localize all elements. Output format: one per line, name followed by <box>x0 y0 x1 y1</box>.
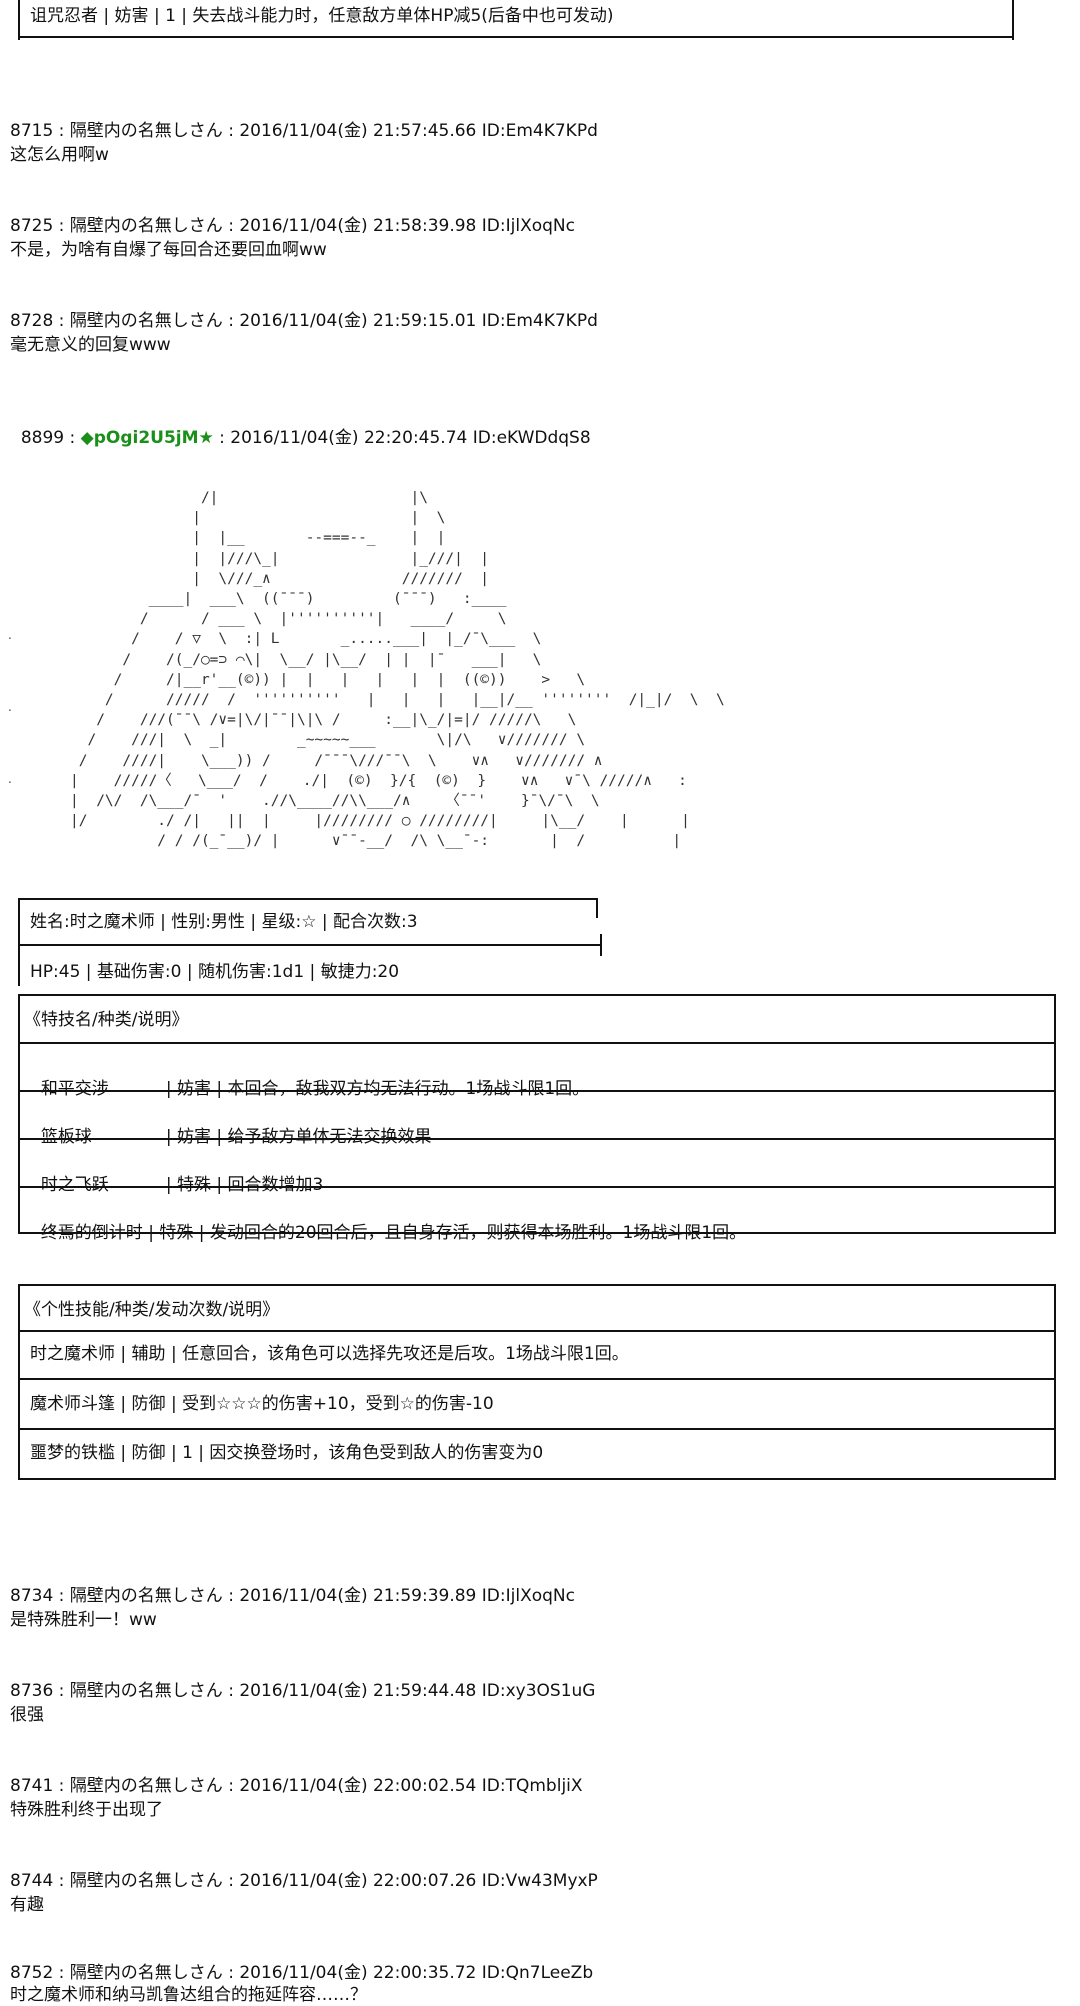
trait-row: 噩梦的铁槛 | 防御 | 1 | 因交换登场时，该角色受到敌人的伤害变为0 <box>30 1443 544 1463</box>
margin-mark: . <box>8 628 12 642</box>
post-header: 8736 : 隔壁内の名無しさん : 2016/11/04(金) 21:59:4… <box>10 1681 596 1701</box>
ascii-art-line: | /\/ /\___/¯ ' .//\____//\\___/∧ 〈¯¯' }… <box>70 793 600 810</box>
skill-desc: 回合数增加3 <box>227 1175 324 1195</box>
post-meta: : 2016/11/04(金) 22:20:45.74 ID:eKWDdqS8 <box>213 428 591 448</box>
margin-mark: . <box>8 700 12 714</box>
skills-top-border <box>18 994 1056 996</box>
ascii-art-line: |/ ./ /| || | |//////// ○ ////////| |\__… <box>70 813 690 830</box>
skills-left-border <box>18 994 20 1234</box>
traits-top-border <box>18 1284 1056 1286</box>
post-body: 有趣 <box>10 1895 44 1915</box>
traits-right-border <box>1054 1284 1056 1480</box>
post-header: 8728 : 隔壁内の名無しさん : 2016/11/04(金) 21:59:1… <box>10 311 598 331</box>
post-header: 8725 : 隔壁内の名無しさん : 2016/11/04(金) 21:58:3… <box>10 216 575 236</box>
stats-hp-row: HP:45 | 基础伤害:0 | 随机伤害:1d1 | 敏捷力:20 <box>30 962 400 982</box>
skills-row-border <box>18 1138 1056 1140</box>
ascii-art-line: / ///| \ _| _~~~~~___ \|/\ ∨/////// \ <box>70 732 586 749</box>
skills-row-border <box>18 1186 1056 1188</box>
ascii-art-line: | \///_∧ /////// | <box>70 570 490 587</box>
ascii-art-line: / / /(_¯__)/ | ∨¯¯-__/ /\ \__¯-: | / | <box>70 833 682 850</box>
ascii-art-line: | | \ <box>70 510 446 527</box>
top-table-row: 诅咒忍者 | 妨害 | 1 | 失去战斗能力时，任意敌方单体HP减5(后备中也可… <box>30 6 614 26</box>
post-body: 很强 <box>10 1705 44 1725</box>
skills-bottom-border <box>18 1232 1056 1234</box>
post-body: 不是，为啥有自爆了每回合还要回血啊ww <box>10 240 327 260</box>
post-number: 8899 : <box>20 428 81 448</box>
top-table-right-border <box>1012 0 1014 40</box>
sep: | <box>165 1079 177 1099</box>
post-body: 特殊胜利终于出现了 <box>10 1800 163 1820</box>
skills-header: 《特技名/种类/说明》 <box>24 1010 189 1030</box>
skill-name: 和平交涉 <box>40 1079 109 1099</box>
stats-mid-right-tick <box>600 934 602 956</box>
ascii-art-line: / ////| \___)) / /¯¯¯\///¯¯\ \ ∨∧ ∨/////… <box>70 752 603 769</box>
ascii-art-line: ____| ___\ ((¯¯¯) (¯¯¯) :____ <box>70 591 507 608</box>
skill-desc: 本回合，敌我双方均无法行动。1场战斗限1回。 <box>227 1079 590 1099</box>
ascii-art-line: / / ___ \ |''''''''''| ____/ \ <box>70 611 507 628</box>
ascii-art-line: / ///// / '''''''''' | | | |__|/__ '''''… <box>70 692 725 709</box>
skills-row-border <box>18 1090 1056 1092</box>
stats-top-border <box>18 898 598 900</box>
sep: | <box>210 1175 228 1195</box>
ascii-art-line: | |///\_| |_///| | <box>70 550 490 567</box>
post-header: 8741 : 隔壁内の名無しさん : 2016/11/04(金) 22:00:0… <box>10 1776 583 1796</box>
stats-left-border <box>18 898 20 986</box>
post-header: 8734 : 隔壁内の名無しさん : 2016/11/04(金) 21:59:3… <box>10 1586 575 1606</box>
stats-right-border <box>596 898 598 918</box>
traits-bottom-border <box>18 1478 1056 1480</box>
sep: | <box>210 1127 228 1147</box>
ascii-art-line: / /|__r'__(©)) | | | | | | ((©)) > \ <box>70 671 586 688</box>
ascii-art-line: / ///(¯¯\ /∨=|\/|¯¯|\|\ / :__|\_/|=|/ //… <box>70 712 577 729</box>
skill-type: 特殊 <box>176 1175 211 1195</box>
main-post-header: 8899 : ◆pOgi2U5jM★ : 2016/11/04(金) 22:20… <box>10 405 591 449</box>
skills-row-border <box>18 1042 1056 1044</box>
traits-row-border <box>18 1330 1056 1332</box>
top-table-left-border <box>18 0 20 40</box>
margin-mark: . <box>8 772 12 786</box>
post-body: 时之魔术师和纳马凯鲁达组合的拖延阵容……？ <box>10 1985 367 2005</box>
ascii-art-line: / / ▽ \ :| L _.....___| |_/¯\___ \ <box>70 631 542 648</box>
ascii-art-line: | /////〈 \___/ / ./| (©) }/{ (©) } ∨∧ ∨¯… <box>70 772 687 789</box>
trait-row: 魔术师斗篷 | 防御 | 受到☆☆☆的伤害+10，受到☆的伤害-10 <box>30 1394 494 1414</box>
traits-left-border <box>18 1284 20 1480</box>
skill-name: 时之飞跃 <box>40 1175 109 1195</box>
ascii-art-line: / /(_/○=⊃ ⌒\| \__/ |\__/ | | |¯ ___| \ <box>70 651 542 668</box>
skill-name: 篮板球 <box>40 1127 92 1147</box>
stats-mid-border <box>18 944 602 946</box>
post-body: 毫无意义的回复www <box>10 335 171 355</box>
top-table-bottom-border <box>18 36 1014 38</box>
ascii-art: /| |\ | | \ | |__ --===--_ | | | |///\_|… <box>70 488 725 852</box>
skill-desc: 给予敌方单体无法交换效果 <box>227 1127 432 1147</box>
skill-row: 终焉的倒计时 | 特殊 | 发动回合的20回合后，且自身存活，则获得本场胜利。1… <box>30 1197 746 1245</box>
sep: | <box>165 1175 177 1195</box>
tripcode: ◆pOgi2U5jM★ <box>80 428 214 448</box>
post-body: 这怎么用啊w <box>10 145 109 165</box>
skill-row: 篮板球 | 妨害 | 给予敌方单体无法交换效果 <box>30 1101 432 1149</box>
traits-header: 《个性技能/种类/发动次数/说明》 <box>24 1300 280 1320</box>
post-header: 8744 : 隔壁内の名無しさん : 2016/11/04(金) 22:00:0… <box>10 1871 598 1891</box>
sep: | <box>210 1079 228 1099</box>
post-header: 8715 : 隔壁内の名無しさん : 2016/11/04(金) 21:57:4… <box>10 121 598 141</box>
skills-right-border <box>1054 994 1056 1234</box>
skill-type: 妨害 <box>176 1079 211 1099</box>
post-body: 是特殊胜利一！ww <box>10 1610 157 1630</box>
traits-row-border <box>18 1378 1056 1380</box>
ascii-art-line: | |__ --===--_ | | <box>70 530 446 547</box>
stats-name-row: 姓名:时之魔术师 | 性别:男性 | 星级:☆ | 配合次数:3 <box>30 912 418 932</box>
traits-row-border <box>18 1428 1056 1430</box>
skill-row: 和平交涉 | 妨害 | 本回合，敌我双方均无法行动。1场战斗限1回。 <box>30 1053 589 1101</box>
ascii-art-line: /| |\ <box>70 490 428 506</box>
trait-row: 时之魔术师 | 辅助 | 任意回合，该角色可以选择先攻还是后攻。1场战斗限1回。 <box>30 1344 629 1364</box>
post-header: 8752 : 隔壁内の名無しさん : 2016/11/04(金) 22:00:3… <box>10 1963 594 1983</box>
skill-row: 时之飞跃 | 特殊 | 回合数增加3 <box>30 1149 324 1197</box>
sep: | <box>165 1127 177 1147</box>
skill-type: 妨害 <box>176 1127 211 1147</box>
